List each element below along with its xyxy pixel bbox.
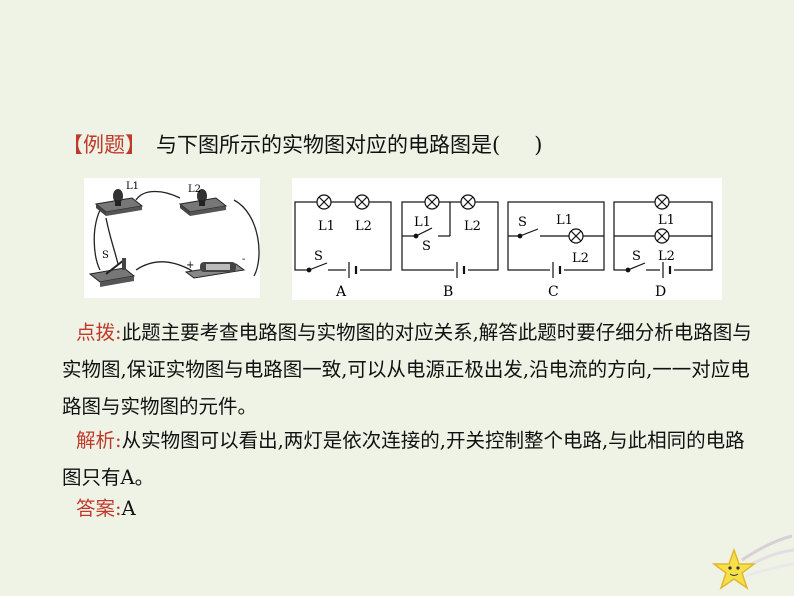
option-b-switch: S [422, 239, 431, 254]
question-line: 【例题】与下图所示的实物图对应的电路图是() [62, 130, 542, 160]
option-d-l2: L2 [658, 249, 675, 264]
option-a-l2: L2 [355, 219, 372, 234]
option-c-l1: L1 [556, 213, 573, 228]
hint-paragraph: 点拨:此题主要考查电路图与实物图的对应关系,解答此题时要仔细分析电路图与实物图,… [62, 314, 752, 425]
answer-text: A [121, 497, 136, 520]
lamp-l2-base [178, 189, 228, 216]
option-c [507, 201, 605, 278]
figure-switch-label: S [102, 250, 109, 261]
question-close: ) [534, 133, 543, 157]
option-c-switch: S [518, 215, 527, 230]
figure-l1-label: L1 [126, 181, 139, 192]
option-b-letter: B [443, 284, 453, 300]
hint-label: 点拨: [76, 321, 122, 344]
option-b-l2: L2 [464, 219, 481, 234]
analysis-paragraph: 解析:从实物图可以看出,两灯是依次连接的,开关控制整个电路,与此相同的电路图只有… [62, 422, 752, 496]
figure-minus-label: - [242, 254, 245, 265]
circuit-options: L1 L2 S A L1 L2 S B S L1 L2 C [292, 178, 722, 300]
analysis-text: 从实物图可以看出,两灯是依次连接的,开关控制整个电路,与此相同的电路图只有A。 [62, 429, 745, 489]
option-c-letter: C [548, 284, 559, 300]
battery [184, 262, 246, 279]
wires [93, 190, 260, 277]
option-d-switch: S [632, 249, 641, 264]
option-d-l1: L1 [658, 213, 675, 228]
option-d [613, 194, 713, 278]
option-a-l1: L1 [318, 219, 335, 234]
figure-plus-label: + [186, 260, 194, 271]
lamp-l1-base [94, 189, 144, 216]
example-tag: 【例题】 [62, 133, 146, 157]
option-b [401, 194, 499, 278]
option-a-switch: S [314, 249, 323, 264]
star-icon [712, 534, 794, 590]
figure-l2-label: L2 [188, 184, 201, 195]
answer-paragraph: 答案:A [62, 490, 752, 527]
answer-label: 答案: [76, 497, 122, 520]
option-a-letter: A [335, 284, 347, 300]
physical-circuit-figure: L1 L2 S + - [84, 178, 260, 298]
option-a [294, 194, 392, 278]
question-stem: 与下图所示的实物图对应的电路图是( [156, 133, 501, 157]
switch-base [88, 258, 136, 287]
option-c-l2: L2 [572, 251, 589, 266]
hint-text: 此题主要考查电路图与实物图的对应关系,解答此题时要仔细分析电路图与实物图,保证实… [62, 321, 752, 418]
analysis-label: 解析: [76, 429, 122, 452]
option-b-l1: L1 [414, 215, 431, 230]
option-d-letter: D [655, 284, 666, 300]
